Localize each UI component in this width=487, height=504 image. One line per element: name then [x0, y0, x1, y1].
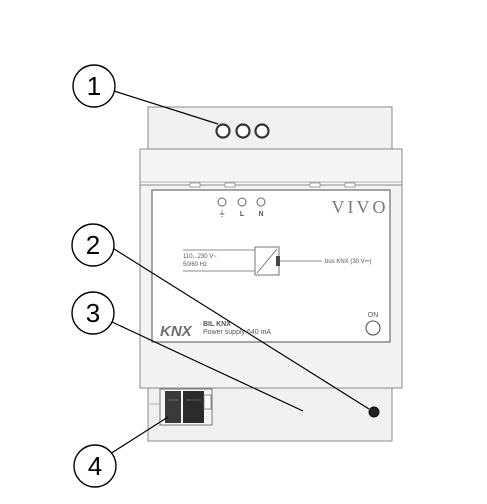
callout-circle	[73, 444, 117, 488]
callout-circle	[72, 64, 116, 108]
terminal-l-label: L	[240, 211, 245, 218]
schematic: 110...230 V~ 50/60 Hz bus KNX (30 V⎓)	[183, 246, 371, 276]
callout-number: 1	[87, 71, 101, 101]
terminal-markings: ⏚ L N	[217, 197, 266, 218]
callout-leaders	[109, 90, 370, 455]
callout-number: 4	[88, 451, 102, 481]
product-name: BIL KNX	[203, 321, 231, 328]
input-label-1: 110...230 V~	[183, 254, 217, 260]
brand-logo: VIVO	[332, 197, 389, 217]
callout-1: 1	[72, 64, 116, 108]
terminal-screws	[215, 123, 270, 139]
product-description: Power supply 640 mA	[203, 329, 271, 336]
callout-2: 2	[71, 223, 115, 267]
screw-terminal-1	[215, 123, 231, 139]
callout-number: 2	[86, 230, 100, 260]
bus-connector	[159, 388, 213, 426]
programming-button	[368, 406, 380, 418]
callout-4: 4	[73, 444, 117, 488]
knx-logo: KNX	[160, 323, 193, 340]
on-label: ON	[368, 312, 379, 319]
output-label: bus KNX (30 V⎓)	[325, 259, 371, 265]
terminal-ground-label: ⏚	[218, 209, 226, 218]
callout-number: 3	[86, 298, 100, 328]
screw-terminal-3	[254, 123, 270, 139]
input-label-2: 50/60 Hz	[183, 262, 207, 268]
top-step	[139, 148, 403, 186]
top-module	[147, 106, 393, 150]
terminal-n-label: N	[258, 211, 263, 218]
on-indicator-led	[365, 320, 381, 336]
callout-circle	[71, 223, 115, 267]
callout-3: 3	[71, 291, 115, 335]
screw-terminal-2	[235, 123, 251, 139]
callout-circle	[71, 291, 115, 335]
